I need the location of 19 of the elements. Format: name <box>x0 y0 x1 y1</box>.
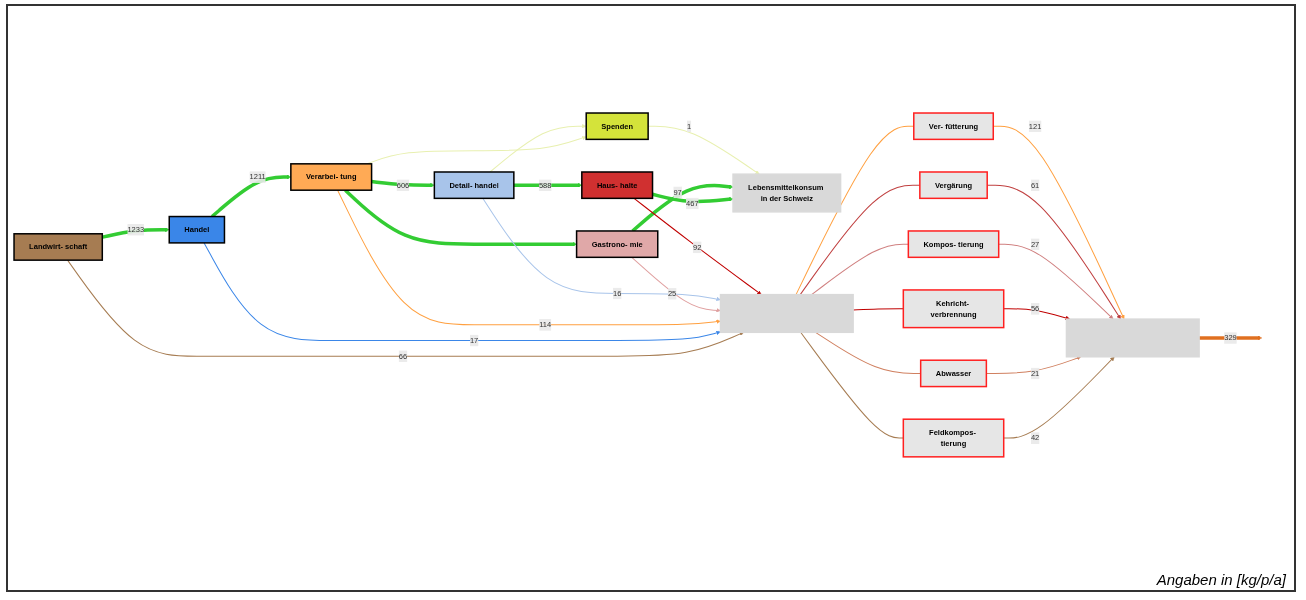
arrow <box>1003 308 1070 321</box>
arrow <box>631 256 721 313</box>
arrow <box>371 179 435 188</box>
arrow <box>482 197 721 302</box>
arrow <box>1003 356 1115 439</box>
arrow <box>203 242 721 341</box>
arrow <box>67 259 744 357</box>
arrow <box>489 124 587 173</box>
arrow <box>998 243 1114 320</box>
arrow <box>652 192 734 204</box>
node-bar <box>1065 318 1200 358</box>
arrow <box>631 183 734 233</box>
unit-note: Angaben in [kg/p/a] <box>1156 571 1286 588</box>
arrow <box>513 183 582 188</box>
connector <box>811 243 909 296</box>
arrow <box>633 197 762 295</box>
connector <box>800 331 904 439</box>
node-bar <box>719 293 854 334</box>
arrow <box>337 189 721 326</box>
